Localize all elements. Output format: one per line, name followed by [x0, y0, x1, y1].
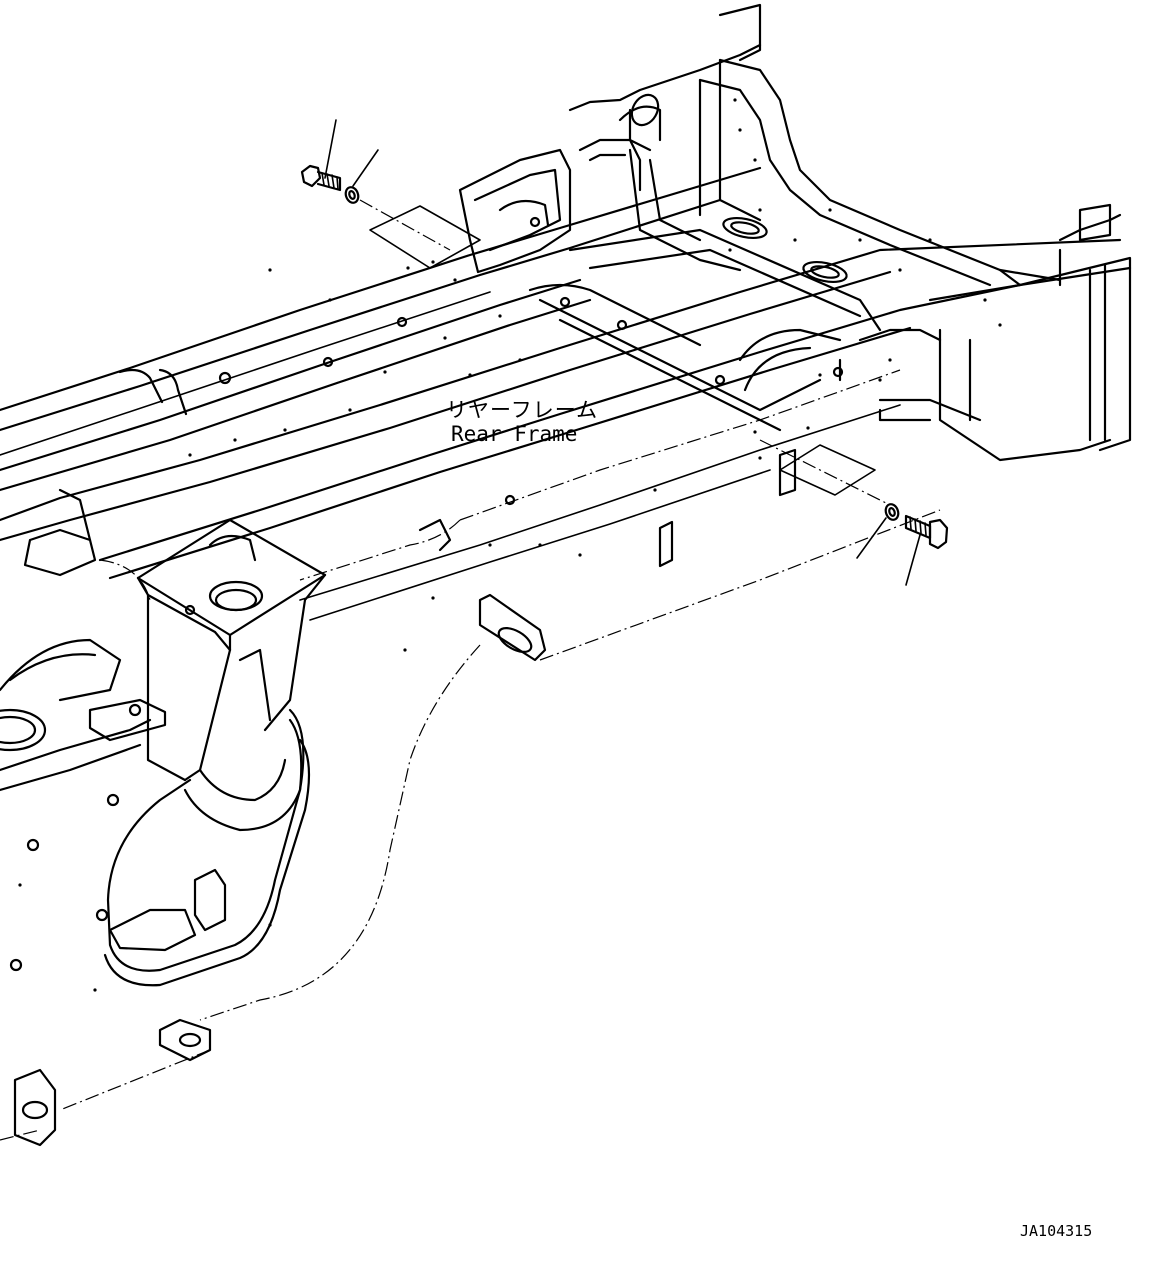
bolt-holes — [9, 98, 1002, 992]
lower-mount-bracket — [0, 488, 327, 832]
drawing-code: JA104315 — [1020, 1222, 1093, 1240]
frame-bracket-pads — [13, 448, 797, 1147]
rear-frame-label-jp: リヤーフレーム — [446, 398, 599, 422]
rear-box-frame — [568, 3, 1132, 462]
lower-washer — [856, 503, 900, 559]
upper-mount-bracket — [458, 138, 642, 274]
rear-frame-label-en: Rear Frame — [451, 422, 578, 446]
centerlines — [0, 369, 941, 1141]
lower-bolt — [904, 514, 949, 586]
upper-contact-face — [369, 205, 481, 269]
cable-hanger-tube — [103, 708, 311, 987]
lower-contact-face — [779, 444, 876, 496]
upper-washer — [344, 149, 379, 204]
rear-frame-upper-rail — [0, 166, 762, 492]
upper-bolt-axis — [359, 199, 451, 251]
rear-frame-cross-member — [528, 228, 882, 432]
lower-bolt-axis — [759, 439, 891, 506]
upper-bolt — [300, 119, 342, 192]
